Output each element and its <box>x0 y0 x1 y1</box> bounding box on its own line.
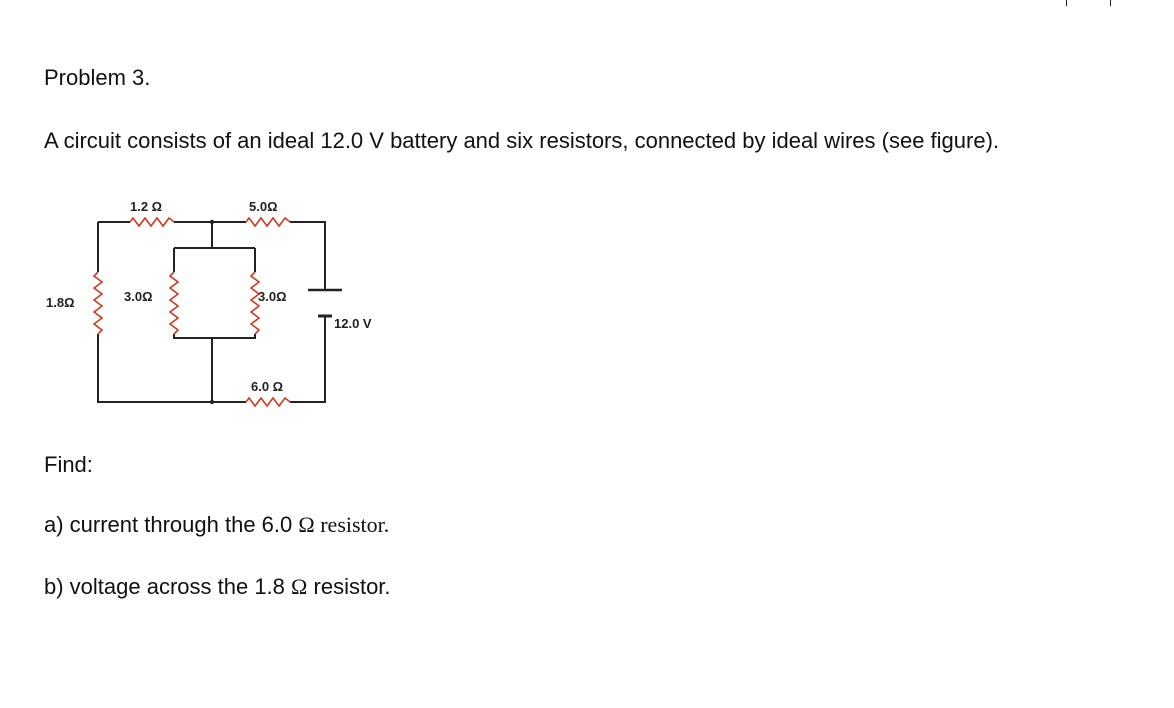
resistor-inner-left <box>168 271 180 335</box>
junction-bottom <box>209 399 215 405</box>
wire-inner-box <box>173 222 256 402</box>
label-r-inner-right: 3.0Ω <box>258 289 287 304</box>
corner-tick-left <box>1066 0 1067 6</box>
wire-bottom-right <box>290 316 326 403</box>
find-heading: Find: <box>44 452 93 477</box>
resistor-top-right <box>245 216 291 228</box>
part-a-unit: Ω resistor. <box>298 512 390 537</box>
part-b-text: b) voltage across the 1.8 <box>44 574 292 599</box>
question-part-a: a) current through the 6.0 Ω resistor. <box>44 511 389 539</box>
junction-top <box>209 219 215 225</box>
resistor-left <box>92 271 104 335</box>
problem-statement: A circuit consists of an ideal 12.0 V ba… <box>44 128 1000 153</box>
label-r-left: 1.8Ω <box>46 295 75 310</box>
corner-tick-right <box>1110 0 1111 6</box>
resistor-bottom <box>245 396 291 408</box>
label-r-top-right: 5.0Ω <box>249 199 278 214</box>
label-battery: 12.0 V <box>334 316 372 331</box>
label-r-inner-left: 3.0Ω <box>124 289 153 304</box>
circuit-diagram: 1.2 Ω 5.0Ω 1.8Ω 3.0Ω 3.0Ω 6.0 Ω 12.0 V <box>46 199 372 408</box>
resistor-top-left <box>129 216 175 228</box>
wire-top-right <box>290 221 326 290</box>
question-part-b: b) voltage across the 1.8 Ω resistor. <box>44 573 391 601</box>
part-a-text: a) current through the 6.0 <box>44 512 299 537</box>
label-r-bottom: 6.0 Ω <box>251 379 283 394</box>
resistor-inner-right <box>249 271 261 335</box>
problem-title: Problem 3. <box>44 65 151 90</box>
wire-left-lower <box>97 334 246 403</box>
part-b-unit: Ω <box>291 574 308 599</box>
label-r-top-left: 1.2 Ω <box>130 199 162 214</box>
part-b-suffix: resistor. <box>307 574 391 599</box>
